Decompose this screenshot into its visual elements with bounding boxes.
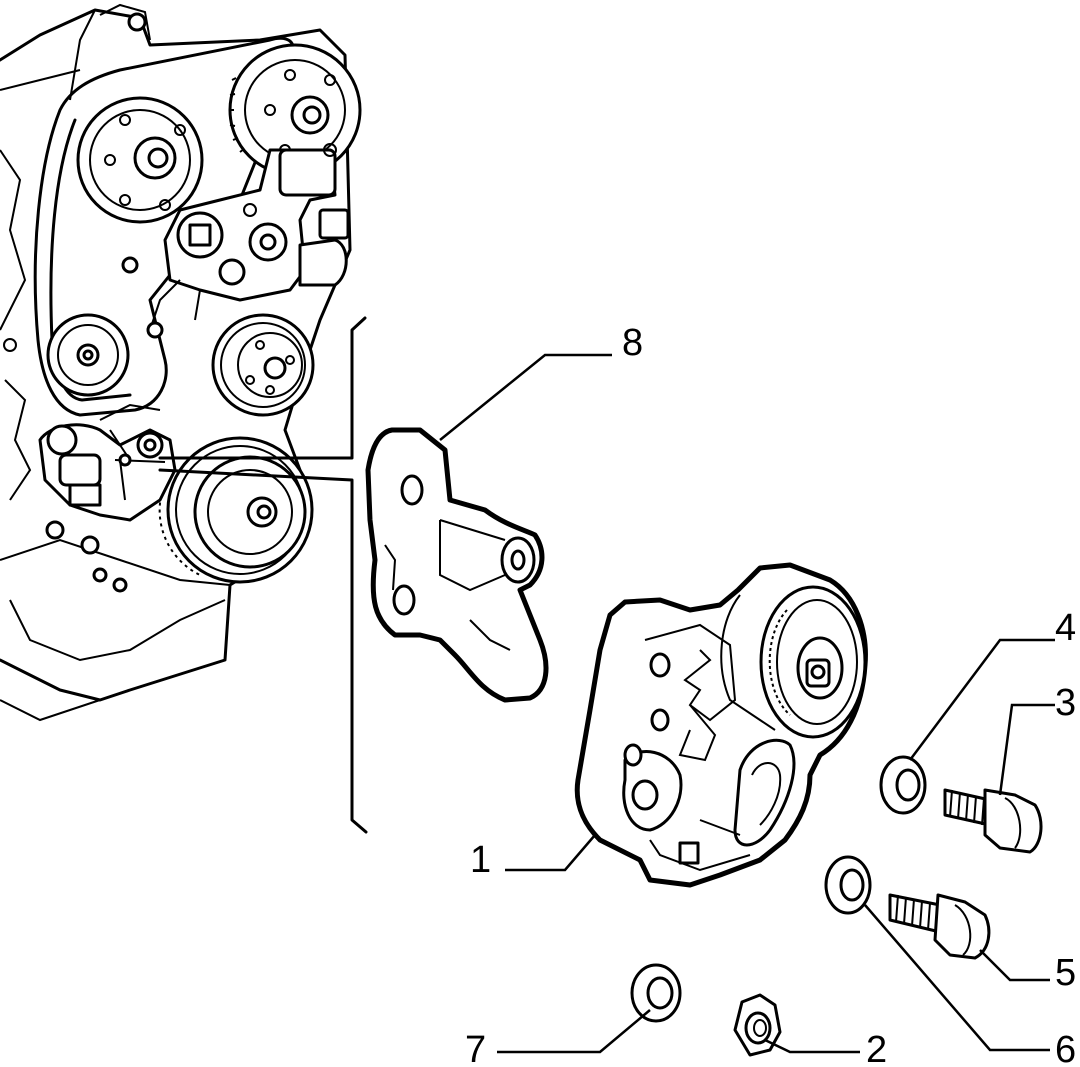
mounting-reference-line — [158, 316, 368, 834]
leader-lines — [439, 353, 1055, 1054]
leader-5 — [979, 949, 1050, 982]
callout-3: 3 — [1055, 682, 1076, 724]
leader-8 — [439, 353, 612, 441]
tensioner-bracket-part-8 — [365, 427, 549, 703]
leader-3 — [998, 703, 1055, 796]
callout-5: 5 — [1055, 952, 1076, 994]
washer-part-4 — [879, 755, 927, 815]
washer-part-6 — [824, 855, 872, 915]
belt-tensioner-assembly-part-1 — [574, 562, 868, 888]
callout-6: 6 — [1055, 1029, 1076, 1067]
callout-8: 8 — [622, 322, 643, 364]
callout-7: 7 — [465, 1029, 486, 1067]
leader-7 — [497, 1009, 651, 1054]
leader-1 — [505, 834, 596, 872]
callout-2: 2 — [866, 1029, 887, 1067]
callout-4: 4 — [1055, 607, 1076, 649]
leader-4 — [909, 638, 1055, 761]
hex-nut-part-2 — [733, 993, 782, 1057]
leader-2 — [764, 1038, 860, 1054]
callout-1: 1 — [470, 839, 491, 881]
washer-part-7 — [630, 963, 682, 1023]
hex-bolt-part-3 — [943, 788, 1043, 854]
engine-block-illustration — [0, 3, 362, 722]
hex-bolt-part-5 — [888, 893, 991, 960]
leader-6 — [864, 904, 1050, 1052]
